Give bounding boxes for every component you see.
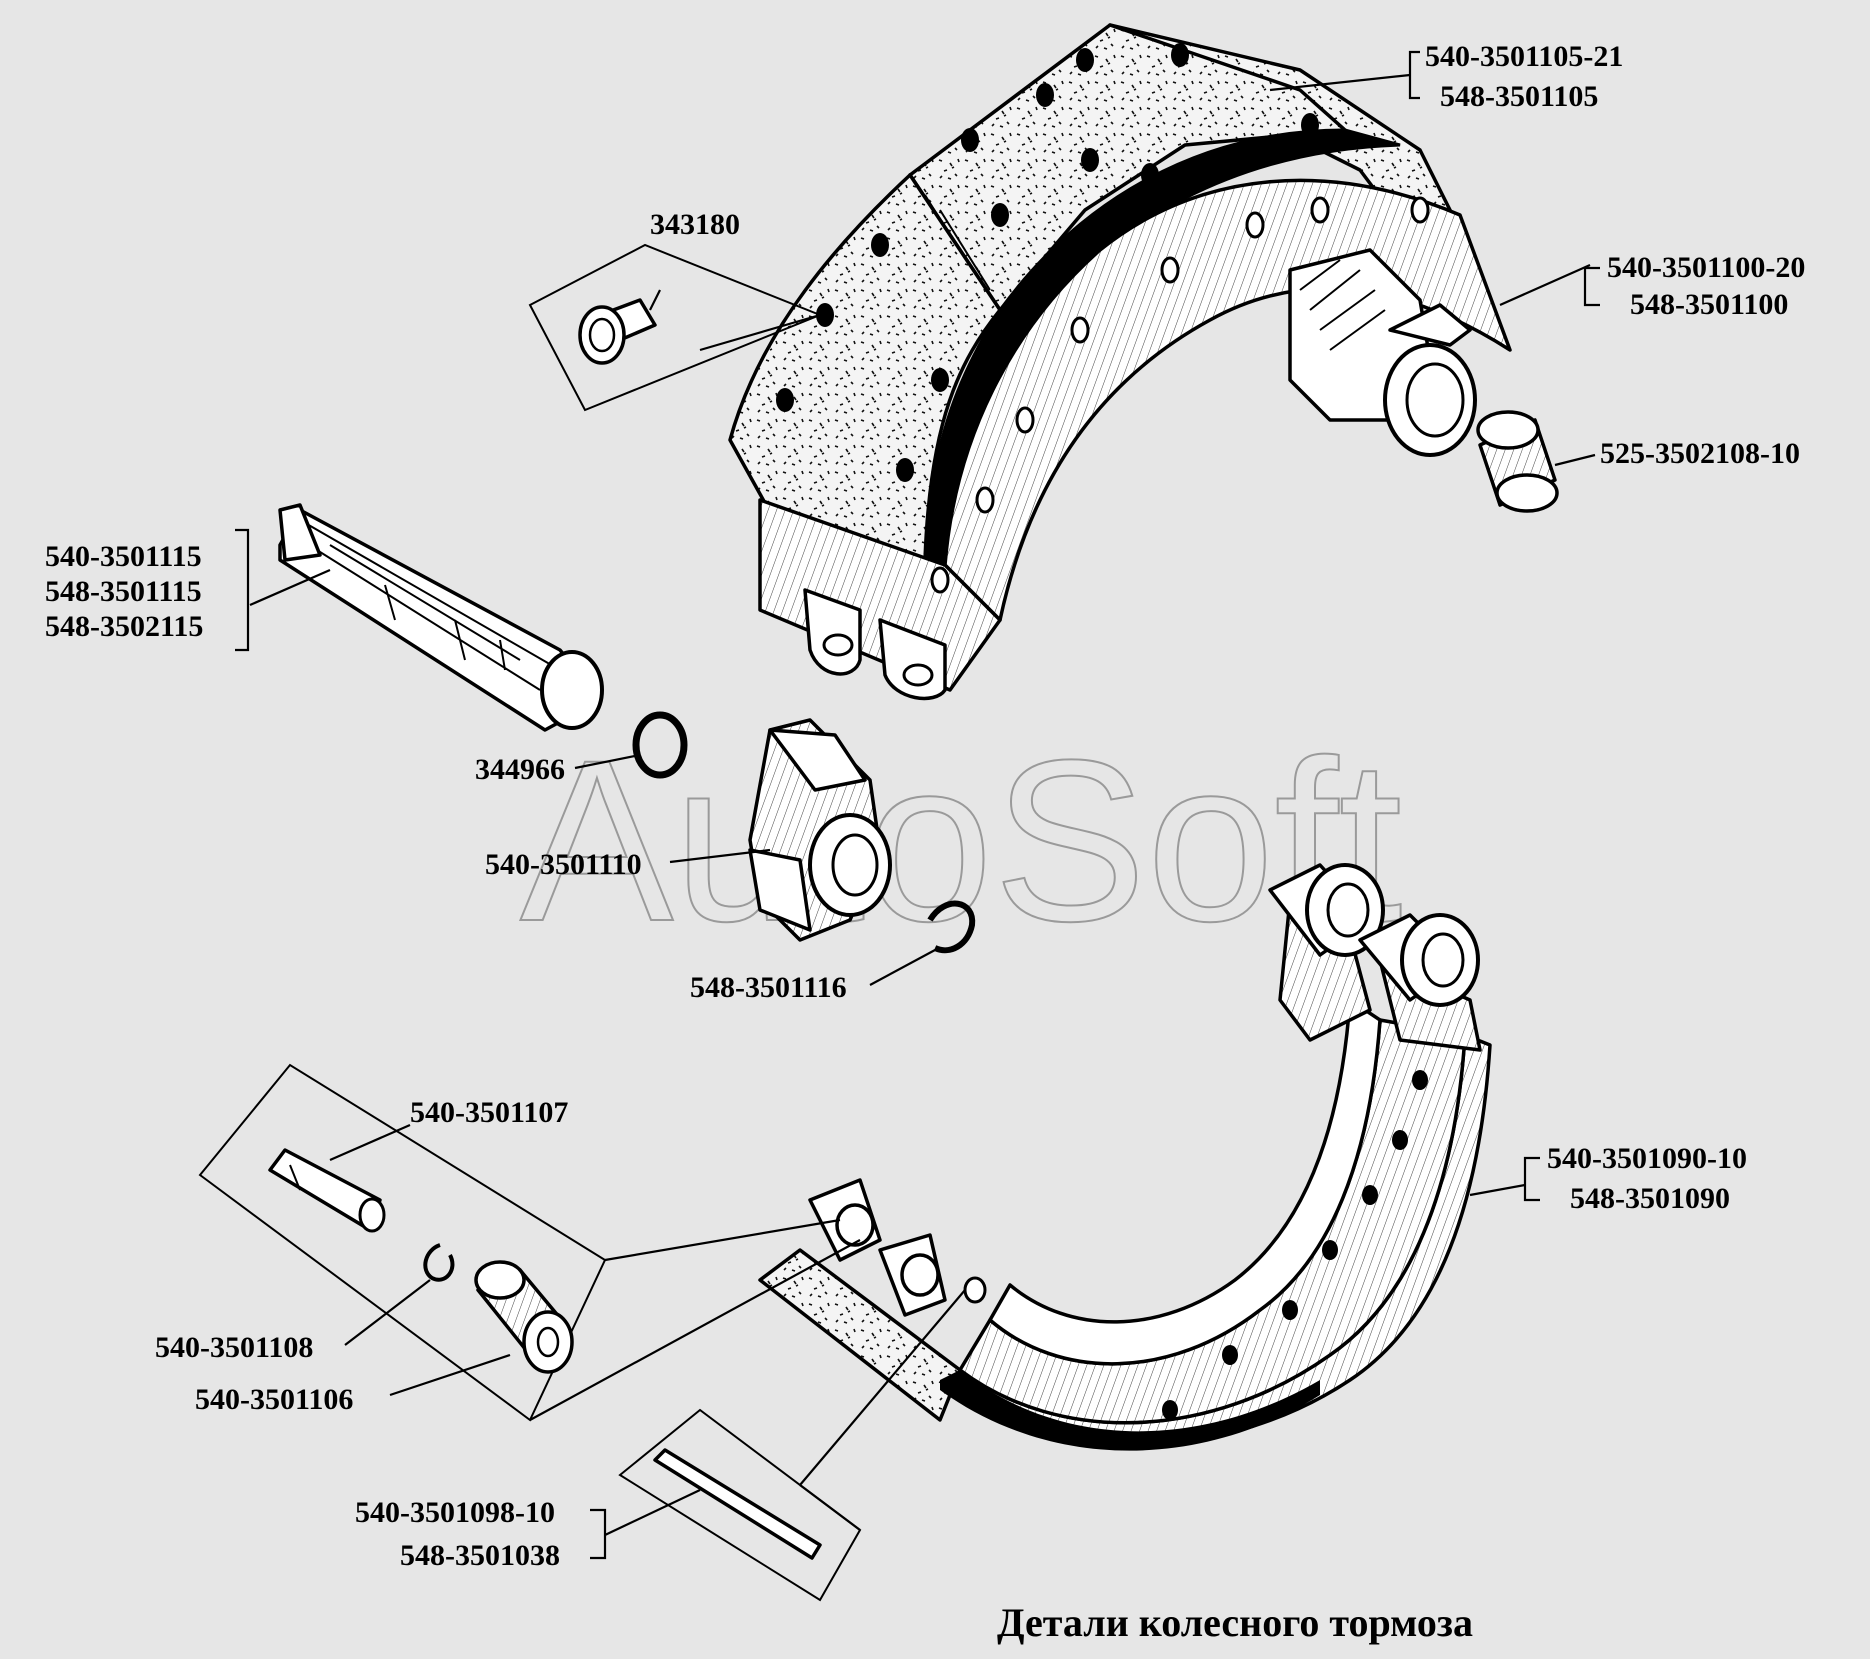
bushing-525-3502108-10 bbox=[1476, 410, 1559, 513]
diagram-title: Детали колесного тормоза bbox=[997, 1600, 1473, 1645]
label-540-3501100-20: 540-3501100-20 bbox=[1607, 251, 1805, 284]
anchor-pin-540-3501115 bbox=[278, 503, 604, 732]
label-548-3502115: 548-3502115 bbox=[45, 610, 203, 643]
label-540-3501106: 540-3501106 bbox=[195, 1383, 353, 1416]
label-548-3501038: 548-3501038 bbox=[400, 1539, 560, 1572]
label-540-3501108: 540-3501108 bbox=[155, 1331, 313, 1364]
part-labels: 540-3501105-21 548-3501105 343180 540-35… bbox=[45, 40, 1805, 1572]
label-540-3501105-21: 540-3501105-21 bbox=[1425, 40, 1623, 73]
retaining-ring-548-3501116 bbox=[927, 900, 976, 954]
seal-ring-344966 bbox=[632, 711, 688, 779]
lower-brake-shoe bbox=[758, 863, 1492, 1451]
label-548-3501100: 548-3501100 bbox=[1630, 288, 1788, 321]
label-548-3501090: 548-3501090 bbox=[1570, 1182, 1730, 1215]
label-548-3501115: 548-3501115 bbox=[45, 575, 202, 608]
cam-540-3501110 bbox=[748, 718, 892, 942]
label-540-3501090-10: 540-3501090-10 bbox=[1547, 1142, 1747, 1175]
label-344966: 344966 bbox=[475, 753, 565, 786]
leader-lines bbox=[235, 50, 1600, 1560]
label-548-3501105: 548-3501105 bbox=[1440, 80, 1598, 113]
circlip-540-3501108 bbox=[423, 1243, 455, 1282]
label-548-3501116: 548-3501116 bbox=[690, 971, 847, 1004]
label-540-3501098-10: 540-3501098-10 bbox=[355, 1496, 555, 1529]
label-525-3502108-10: 525-3502108-10 bbox=[1600, 437, 1800, 470]
spring-pin-540-3501098-10 bbox=[618, 1408, 862, 1602]
label-343180: 343180 bbox=[650, 208, 740, 241]
label-540-3501110: 540-3501110 bbox=[485, 848, 642, 881]
label-540-3501107: 540-3501107 bbox=[410, 1096, 568, 1129]
watermark: AutoSoft bbox=[520, 712, 1402, 969]
upper-brake-shoe bbox=[728, 23, 1512, 701]
label-540-3501115: 540-3501115 bbox=[45, 540, 202, 573]
